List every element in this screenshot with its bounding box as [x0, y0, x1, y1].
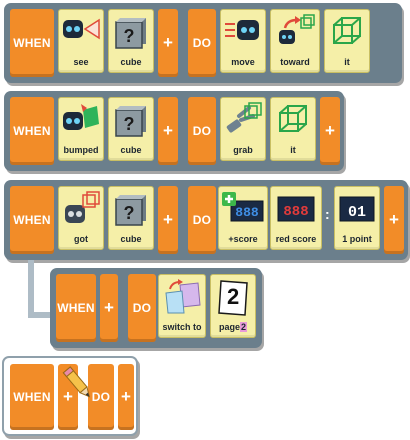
add-do-tile-button[interactable]: + — [320, 97, 340, 165]
wireframe-cube-icon — [333, 17, 361, 44]
tile-label-cube: cube — [120, 234, 142, 244]
tile-label-it: it — [290, 145, 296, 155]
tile-label-cube: cube — [120, 145, 142, 155]
pencil-cursor-icon — [62, 366, 91, 398]
rule-row-2: WHEN bumped ? cube + DO grab — [4, 91, 344, 171]
svg-text:?: ? — [124, 26, 135, 46]
rule-row-4-nested: WHEN + DO switch to 2 page2 — [50, 268, 262, 348]
do-label[interactable]: DO — [188, 186, 216, 254]
cube-icon: ? — [115, 106, 146, 137]
tile-label-bumped: bumped — [63, 145, 99, 155]
svg-text:?: ? — [124, 114, 135, 134]
tile-label-cube: cube — [120, 57, 142, 67]
page-word: page — [218, 322, 240, 332]
page-number: 2 — [227, 284, 240, 309]
wireframe-cube-icon — [279, 105, 307, 132]
svg-text:888: 888 — [283, 204, 308, 220]
add-when-tile-button[interactable]: + — [100, 274, 118, 342]
switch-page-icon — [165, 279, 201, 314]
tile-label-one-point: 1 point — [342, 234, 372, 244]
got-icon — [65, 191, 100, 223]
rule-row-3: WHEN got ? cube + DO 888 +score — [4, 180, 408, 260]
cube-icon: ? — [115, 18, 146, 49]
tile-page-2[interactable]: 2 page2 — [210, 274, 256, 338]
grab-icon — [226, 102, 262, 133]
rule-row-5-empty: WHEN + DO + — [2, 356, 138, 436]
tile-got[interactable]: got — [58, 186, 104, 250]
score-separator: : — [325, 206, 330, 222]
move-icon — [225, 20, 259, 40]
tile-label-plus-score: +score — [228, 234, 258, 244]
tile-one-point[interactable]: 01 1 point — [334, 186, 380, 250]
tile-grab[interactable]: grab — [220, 97, 266, 161]
tile-switch-to[interactable]: switch to — [158, 274, 206, 338]
tile-label-it: it — [344, 57, 350, 67]
tile-label-see: see — [73, 57, 89, 67]
tile-toward[interactable]: toward — [270, 9, 320, 73]
tile-label-move: move — [231, 57, 255, 67]
add-do-tile-button[interactable]: + — [384, 186, 404, 254]
one-point-icon: 01 — [339, 196, 375, 222]
page-icon — [218, 280, 248, 316]
nesting-connector-horizontal — [28, 312, 54, 318]
page-suffix: 2 — [240, 322, 248, 332]
when-label[interactable]: WHEN — [10, 97, 54, 165]
add-when-tile-button[interactable]: + — [158, 186, 178, 254]
tile-label-page: page2 — [211, 322, 255, 332]
tile-label-got: got — [74, 234, 88, 244]
nesting-connector — [28, 260, 34, 318]
toward-icon — [279, 14, 315, 44]
do-label[interactable]: DO — [88, 364, 114, 430]
do-label[interactable]: DO — [128, 274, 156, 342]
do-label[interactable]: DO — [188, 9, 216, 77]
tile-label-grab: grab — [233, 145, 253, 155]
tile-cube[interactable]: ? cube — [108, 97, 154, 161]
red-score-icon: 888 — [277, 196, 315, 222]
tile-label-toward: toward — [280, 57, 310, 67]
tile-cube[interactable]: ? cube — [108, 186, 154, 250]
add-do-tile-button[interactable]: + — [118, 364, 134, 430]
when-label[interactable]: WHEN — [10, 9, 54, 77]
when-label[interactable]: WHEN — [10, 186, 54, 254]
tile-red-score[interactable]: 888 red score — [270, 186, 322, 250]
tile-bumped[interactable]: bumped — [58, 97, 104, 161]
tile-cube[interactable]: ? cube — [108, 9, 154, 73]
add-when-tile-button[interactable]: + — [158, 97, 178, 165]
when-label[interactable]: WHEN — [56, 274, 96, 342]
when-label[interactable]: WHEN — [10, 364, 54, 430]
cube-icon: ? — [115, 195, 146, 226]
see-icon — [63, 18, 100, 40]
tile-plus-score[interactable]: 888 +score — [218, 186, 268, 250]
svg-text:01: 01 — [348, 204, 366, 221]
tile-it[interactable]: it — [324, 9, 370, 73]
tile-it[interactable]: it — [270, 97, 316, 161]
tile-see[interactable]: see — [58, 9, 104, 73]
rule-row-1: WHEN see ? cube + DO move — [4, 3, 402, 83]
bumped-icon — [63, 104, 99, 130]
add-when-tile-button[interactable]: + — [158, 9, 178, 77]
tile-label-red-score: red score — [275, 234, 317, 244]
do-label[interactable]: DO — [188, 97, 216, 165]
svg-text:?: ? — [124, 203, 135, 223]
svg-text:888: 888 — [235, 205, 259, 220]
tile-move[interactable]: move — [220, 9, 266, 73]
tile-label-switch-to: switch to — [162, 322, 202, 332]
plus-score-icon: 888 — [222, 192, 264, 222]
